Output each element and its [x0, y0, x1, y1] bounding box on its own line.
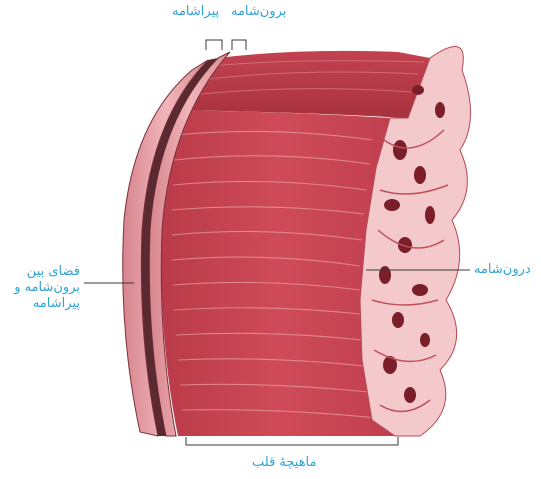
pericardial-space-label: فضای بین برون‌شامه و پیراشامه [6, 264, 80, 312]
pericardium-bracket [206, 40, 222, 50]
myocardium-label: ماهیچهٔ قلب [252, 455, 316, 471]
pericardium-label: پیراشامه [172, 4, 219, 20]
pericardial-space-label-line3: پیراشامه [6, 296, 80, 312]
pericardial-space-label-line1: فضای بین [6, 264, 80, 280]
myocardium-front-face [161, 110, 395, 436]
endocardium-label: درون‌شامه [474, 262, 531, 278]
epicardium-bracket [232, 40, 246, 50]
pericardial-space-label-line2: برون‌شامه و [6, 280, 80, 296]
myocardium-bracket [186, 437, 398, 445]
epicardium-label: برون‌شامه [231, 4, 286, 20]
